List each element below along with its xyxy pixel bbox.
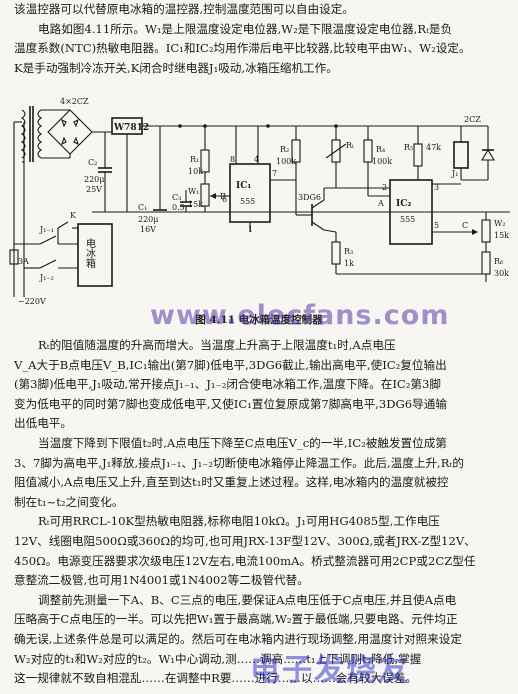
fuse-label: 3A [18, 257, 29, 266]
resistor-r1: R₁ 10k [188, 126, 210, 184]
intro-line: K是手动强制冷冻开关,K闭合时继电器J₁吸动,冰箱压缩机工作。 [14, 60, 338, 75]
node-c-label: C [462, 221, 468, 230]
w1-label: W₁ [188, 187, 199, 196]
circuit-schematic: 4×2CZ W7812 C₂ 220μ 25V C₁ 220μ 16V C₃ 0… [9, 97, 510, 306]
figure-caption: 图 4.11 电冰箱温度控制器 [195, 314, 323, 326]
diode-label: 2CZ [464, 115, 481, 124]
body-line: (第3脚)低电平,J₁吸动,常开接点J₁₋₁、J₁₋₂闭合使电冰箱工作,温度下降… [14, 377, 442, 392]
body-line: 压略高于C点电压的一半。可以先把W₁置于最高端,W₂置于最低端,只要电路、元件均… [14, 612, 458, 627]
body-line: Rₜ的阻值随温度的升高而增大。当温度上升高于上限温度t₁时,A点电压 [38, 338, 396, 352]
ic1-pin-7: 7 [272, 169, 277, 178]
capacitor-c1: C₁ 220μ 16V [138, 126, 167, 234]
body-line: V_A大于B点电压V_B,IC₁输出(第7脚)低电平,3DG6截止,输出高电平,… [14, 357, 447, 372]
relay-coil-label: J₁ [451, 169, 458, 178]
c1-voltage: 16V [140, 225, 156, 234]
resistor-r2: R₂ 100k [276, 126, 301, 180]
ic1-pin-4: 4 [254, 155, 259, 164]
contact-1-label: J₁₋₁ [39, 225, 54, 234]
r2-value: 100k [276, 157, 296, 166]
ic2-pin-5: 5 [434, 221, 439, 230]
ic2-pin-3: 3 [434, 183, 439, 192]
c3-label: C₃ [172, 193, 181, 202]
w2-value: 15k [494, 231, 509, 240]
ic2-555: IC₂ 555 2 3 5 [382, 179, 439, 245]
capacitor-c2: C₂ 220μ 25V [84, 132, 112, 212]
resistor-r5: R₅ 47k [404, 126, 441, 180]
body-line: 变为低电平的同时第7脚也变成低电平,又使IC₁置位复原成第7脚高电平,3DG6导… [14, 396, 447, 411]
capacitor-c3: C₃ 0.5 [172, 190, 192, 212]
body-text: Rₜ的阻值随温度的升高而增大。当温度上升高于上限温度t₁时,A点电压 V_A大于… [14, 336, 512, 689]
transformer [21, 106, 42, 162]
watermark-brand: 电子发烧友 [250, 653, 410, 688]
transistor-3dg6: 3DG6 [296, 188, 325, 231]
node-a-label: A [377, 199, 384, 208]
resistor-r3: R₃ 1k [331, 232, 354, 274]
r3-value: 1k [344, 259, 354, 268]
watermark-url: www.elecfans.com [150, 300, 450, 331]
w1-value: 15k [188, 200, 203, 209]
c1-label: C₁ [138, 203, 147, 212]
c2-label: C₂ [88, 158, 97, 167]
intro-paragraph: 该温控器可以代替原电冰箱的温控器,控制温度范围可以自由设定。 电路如图4.11所… [14, 0, 512, 78]
fridge-box: 电冰箱 [77, 223, 113, 287]
ic1-label: IC₁ [236, 181, 251, 191]
potentiometer-w1: W₁ 15k B [188, 183, 226, 212]
intro-line: 温度系数(NTC)热敏电阻器。IC₁和IC₂均用作滞后电平比较器,比较电平由W₁… [14, 41, 471, 56]
resistor-r6: R₆ 30k [481, 242, 509, 282]
w2-label: W₂ [494, 219, 505, 228]
bridge-label: 4×2CZ [60, 97, 89, 106]
intro-line: 电路如图4.11所示。W₁是上限温度设定电位器,W₂是下限温度设定电位器,Rₜ是… [38, 21, 453, 36]
intro-line: 该温控器可以代替原电冰箱的温控器,控制温度范围可以自由设定。 [14, 2, 354, 16]
body-line: 确无误,上述条件总是可以满足的。然后可在电冰箱内进行现场调整,用温度计对照来设定 [14, 631, 462, 646]
potentiometer-w2: W₂ 15k [472, 212, 509, 243]
ic2-pin-2: 2 [382, 183, 387, 192]
bridge-rectifier: 4×2CZ [47, 97, 93, 155]
c1-value: 220μ [138, 215, 158, 224]
ic1-type: 555 [240, 197, 255, 206]
body-line: 12V、线圈电阻500Ω或360Ω的均可,也可用JRX-13F型12V、300Ω… [14, 533, 476, 548]
switch-k-label: K [70, 211, 77, 220]
ic1-pin-8: 8 [230, 155, 235, 164]
r1-value: 10k [188, 167, 203, 176]
body-line: 阻值减小,A点电压又上升,直至到达t₁时又重复上述过程。这样,电冰箱内的温度就被… [14, 475, 449, 490]
body-line: 当温度下降到下限值t₂时,A点电压下降至C点电压V_c的一半,IC₂被触发置位成… [38, 435, 447, 450]
r4-value: 100k [372, 157, 392, 166]
ic2-label: IC₂ [396, 199, 411, 209]
r1-label: R₁ [190, 155, 199, 164]
body-line: 这一规律就不致自相混乱……在调整中R要……进行……以……会有较大误差。 [14, 671, 417, 686]
body-line: W₂对应的t₁和W₂对应的t₂。W₁中心调动,测……调高……t₁上下调则t₂降低… [14, 651, 422, 666]
r3-label: R₃ [344, 247, 353, 256]
body-line: 450Ω。电源变压器要求次级电压12V左右,电流100mA。桥式整流器可用2CP… [14, 553, 476, 568]
relay-contacts: J₁₋₁ J₁₋₂ [14, 225, 78, 282]
body-line: 意整流二极管,也可用1N4001或1N4002等二极管代替。 [14, 573, 309, 588]
mains-label: ~220V [18, 297, 46, 306]
r5-label: R₅ [404, 143, 413, 152]
r5-value: 47k [426, 143, 441, 152]
r6-label: R₆ [494, 257, 503, 266]
fuse [9, 249, 19, 265]
body-line: 调整前先测量一下A、B、C三点的电压,要保证A点电压低于C点电压,并且使A点电 [38, 592, 457, 607]
transistor-label: 3DG6 [298, 193, 321, 202]
body-line: 3、7脚为高电平,J₁释放,接点J₁₋₁、J₁₋₂切断使电冰箱停止降温工作。此后… [14, 455, 464, 470]
c3-value: 0.5 [172, 203, 185, 212]
thermistor-rt: Rₜ [325, 126, 354, 188]
relay-coil-j1: J₁ [432, 126, 469, 185]
r6-value: 30k [494, 269, 509, 278]
body-line: Rₜ可用RRCL-10K型热敏电阻器,标称电阻10kΩ。J₁可用HG4085型,… [38, 514, 440, 529]
body-line: 出低电平。 [14, 416, 72, 431]
ic1-pin-6: 6 [222, 195, 227, 204]
r4-label: R₄ [376, 145, 385, 154]
r2-label: R₂ [280, 145, 289, 154]
diode-2cz: 2CZ [461, 115, 495, 181]
regulator-label: W7812 [113, 123, 149, 133]
rt-label: Rₜ [346, 141, 354, 150]
contact-2-label: J₁₋₂ [39, 273, 54, 282]
c2-voltage: 25V [86, 185, 102, 194]
body-line: 制在t₁~t₂之间变化。 [14, 494, 124, 509]
ic2-type: 555 [400, 215, 415, 224]
c2-value: 220μ [84, 175, 104, 184]
manual-switch-k: K [57, 211, 79, 244]
resistor-r4: R₄ 100k [363, 126, 392, 196]
fridge-label: 电冰箱 [84, 237, 96, 269]
